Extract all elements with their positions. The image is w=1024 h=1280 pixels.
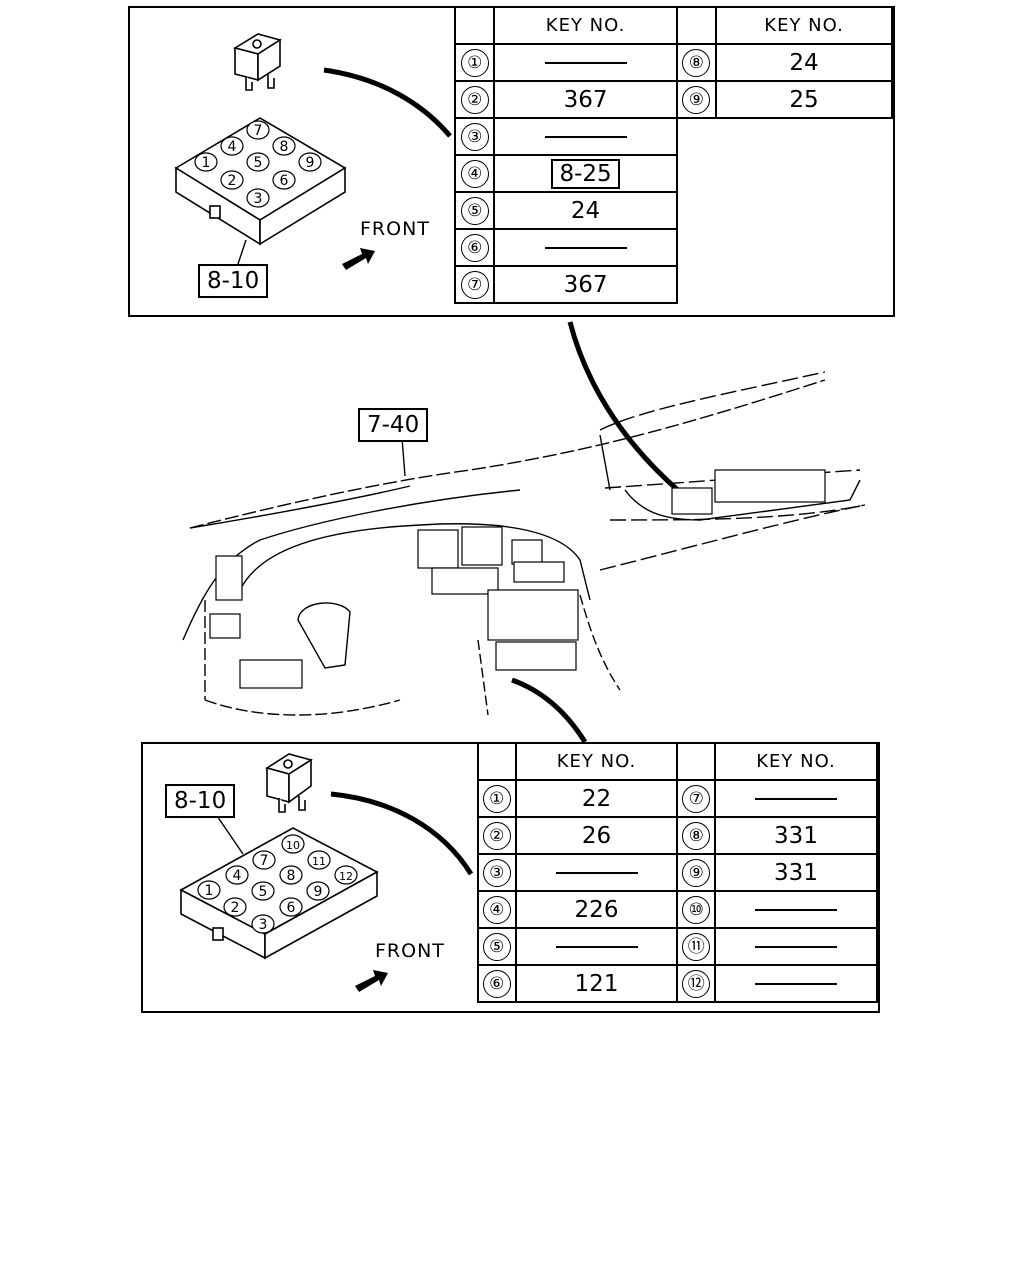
slot-circle (251, 881, 275, 901)
slot-number: 3 (254, 191, 263, 207)
slot-number: 4 (233, 868, 242, 884)
slot-circle (306, 881, 330, 901)
front-label: FRONT (360, 218, 430, 240)
slot-number: 1 (205, 883, 214, 899)
slot-number: 2 (228, 173, 237, 189)
ref-label-7-40: 7-40 (358, 408, 429, 442)
leader-curve (330, 791, 474, 876)
ref-label-8-10: 8-10 (198, 264, 269, 298)
slot-circle (281, 834, 305, 854)
front-arrow-icon (355, 970, 388, 992)
slot-circle (279, 865, 303, 885)
key-no-header-right: KEY NO. (715, 6, 893, 45)
slot-circle (246, 120, 270, 140)
key-no-header-right: KEY NO. (714, 742, 878, 781)
slot-circle (272, 136, 296, 156)
slot-circle (246, 188, 270, 208)
slot-number: 4 (228, 139, 237, 155)
relay-icon (232, 33, 282, 91)
slot-number: 6 (287, 900, 296, 916)
slot-number: 9 (314, 884, 323, 900)
slot-number: 12 (339, 870, 353, 883)
key-no-header: KEY NO. (514, 742, 679, 781)
relay-block-panel-upper: 1 2 3 4 5 6 7 8 9 8-10 FRONT KEY NO. KEY NO. ① ⑧… (128, 6, 895, 317)
slot-circle (225, 865, 249, 885)
slot-number: 5 (254, 155, 263, 171)
front-label: FRONT (375, 940, 445, 962)
slot-number: 8 (287, 868, 296, 884)
slot-circle (251, 914, 275, 934)
slot-number: 3 (259, 917, 268, 933)
slot-circle (298, 152, 322, 172)
slot-number: 2 (231, 900, 240, 916)
relay-block-drawing-upper: 1 2 3 4 5 6 7 8 9 (174, 33, 452, 270)
slot-circle (220, 136, 244, 156)
relay-slot-group: 1 2 3 4 5 6 7 8 9 (194, 120, 322, 208)
slot-circle (307, 850, 331, 870)
slot-circle (252, 850, 276, 870)
slot-circle (194, 152, 218, 172)
slot-circle (279, 897, 303, 917)
slot-number: 7 (254, 123, 263, 139)
key-no-header: KEY NO. (493, 6, 678, 45)
slot-circle (334, 865, 358, 885)
slot-number: 10 (286, 839, 300, 852)
slot-number: 1 (202, 155, 211, 171)
relay-block-location (671, 487, 713, 515)
front-arrow-icon (342, 248, 375, 270)
slot-circle (220, 170, 244, 190)
slot-number: 5 (259, 884, 268, 900)
slot-number: 7 (260, 853, 269, 869)
relay-icon (265, 753, 313, 813)
ref-label-8-10: 8-10 (165, 784, 236, 818)
slot-circle (246, 152, 270, 172)
leader-curve (323, 67, 452, 138)
slot-number: 6 (280, 173, 289, 189)
slot-number: 8 (280, 139, 289, 155)
slot-circle (197, 880, 221, 900)
slot-circle (272, 170, 296, 190)
slot-number: 9 (306, 155, 315, 171)
slot-circle (223, 897, 247, 917)
slot-number: 11 (312, 855, 326, 868)
